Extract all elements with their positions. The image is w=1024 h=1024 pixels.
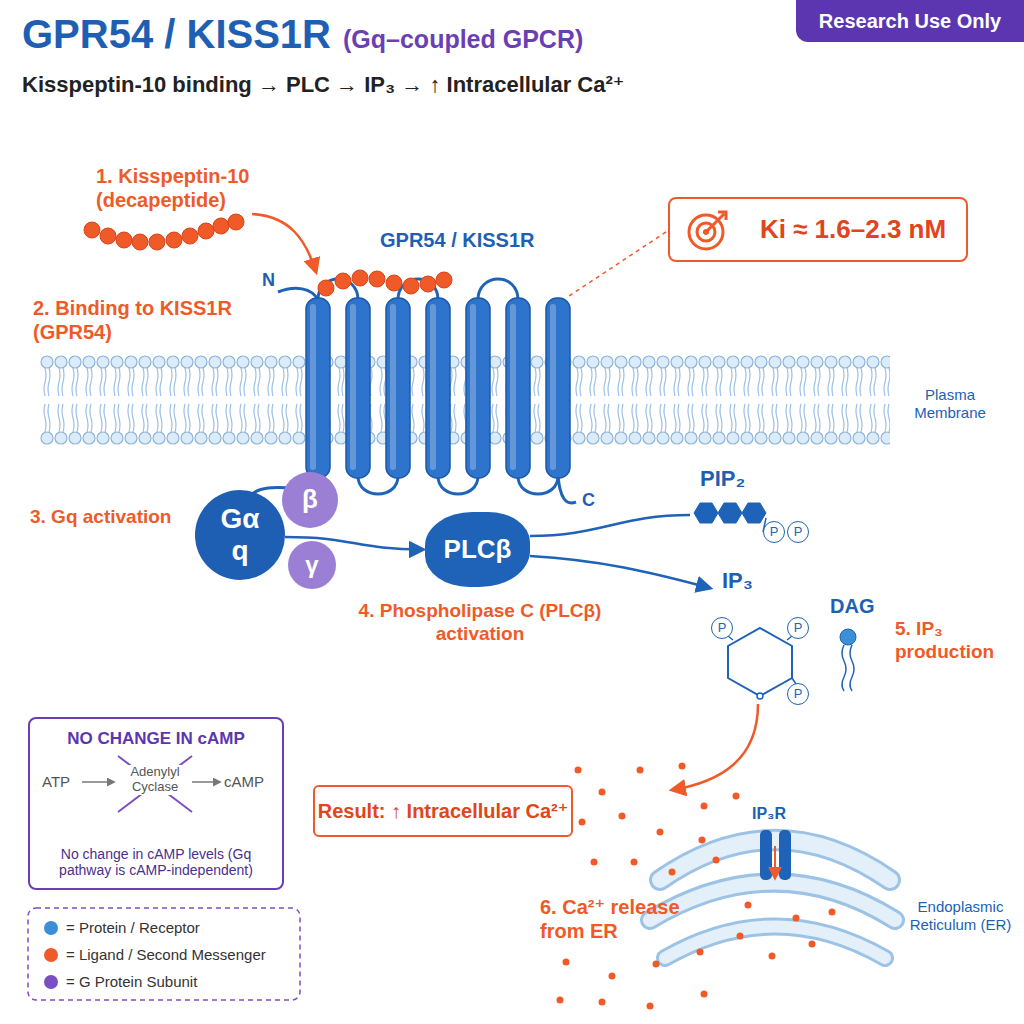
node-label: γ [305,551,318,579]
step-label: 4. Phospholipase C (PLCβ) activation [350,600,610,646]
legend-text: = G Protein Subunit [66,973,197,991]
g-gamma-circle: γ [288,541,336,589]
membrane-label: Plasma Membrane [905,386,995,422]
subtitle: Kisspeptin-10 binding → PLC → IP₃ → ↑ In… [22,72,624,98]
step-label: 1. Kisspeptin-10 (decapeptide) [96,164,266,212]
badge: Research Use Only [796,0,1024,42]
molecule-label: ATP [42,773,70,791]
step-label: 2. Binding to KISS1R (GPR54) [33,296,248,344]
g-alpha-circle: Gα q [195,490,285,580]
phosphate: P [763,521,785,543]
node-label: β [302,485,318,515]
title: GPR54 / KISS1R [22,12,331,56]
molecule-label: DAG [830,594,874,618]
node-body: No change in cAMP levels (Gq pathway is … [38,846,274,878]
terminus-label: C [582,490,595,512]
node-label: P [770,525,779,540]
phosphate: P [787,683,809,705]
plc-enzyme: PLCβ [425,512,530,587]
step-label: 6. Ca²⁺ release from ER [540,895,715,943]
enzyme-label: Adenylyl Cyclase [120,765,190,795]
camp-box: NO CHANGE IN cAMP No change in cAMP level… [28,717,284,890]
node-label: NO CHANGE IN cAMP [67,729,245,749]
g-beta-circle: β [282,472,338,528]
organelle-label: Endoplasmic Reticulum (ER) [903,898,1018,934]
subtitle-tag: (Gq–coupled GPCR) [343,24,583,54]
step-label: 5. IP₃ production [895,618,1013,664]
legend-swatch [44,921,58,935]
phosphate: P [787,521,809,543]
node-label: Research Use Only [819,10,1001,33]
node-label: Ki ≈ 1.6–2.3 nM [760,215,946,245]
node-label: P [794,687,803,702]
legend-swatch [44,975,58,989]
step-label: 3. Gq activation [30,506,171,529]
node-label: Result: ↑ Intracellular Ca²⁺ [318,800,569,823]
legend-text: = Ligand / Second Messenger [66,946,266,964]
terminus-label: N [262,270,275,292]
molecule-label: cAMP [224,773,264,791]
result-box: Result: ↑ Intracellular Ca²⁺ [313,785,573,837]
legend-swatch [44,948,58,962]
node-label: Gα q [216,503,264,567]
phosphate: P [787,617,809,639]
channel-label: IP₃R [752,804,786,823]
node-label: P [794,621,803,636]
legend-text: = Protein / Receptor [66,919,200,937]
molecule-label: IP₃ [722,568,753,594]
ki-box: Ki ≈ 1.6–2.3 nM [668,197,968,262]
node-label: P [794,525,803,540]
phosphate: P [711,617,733,639]
molecule-label: PIP₂ [700,466,745,492]
node-label: P [718,621,727,636]
node-label: PLCβ [444,535,512,565]
receptor-name: GPR54 / KISS1R [380,228,535,252]
